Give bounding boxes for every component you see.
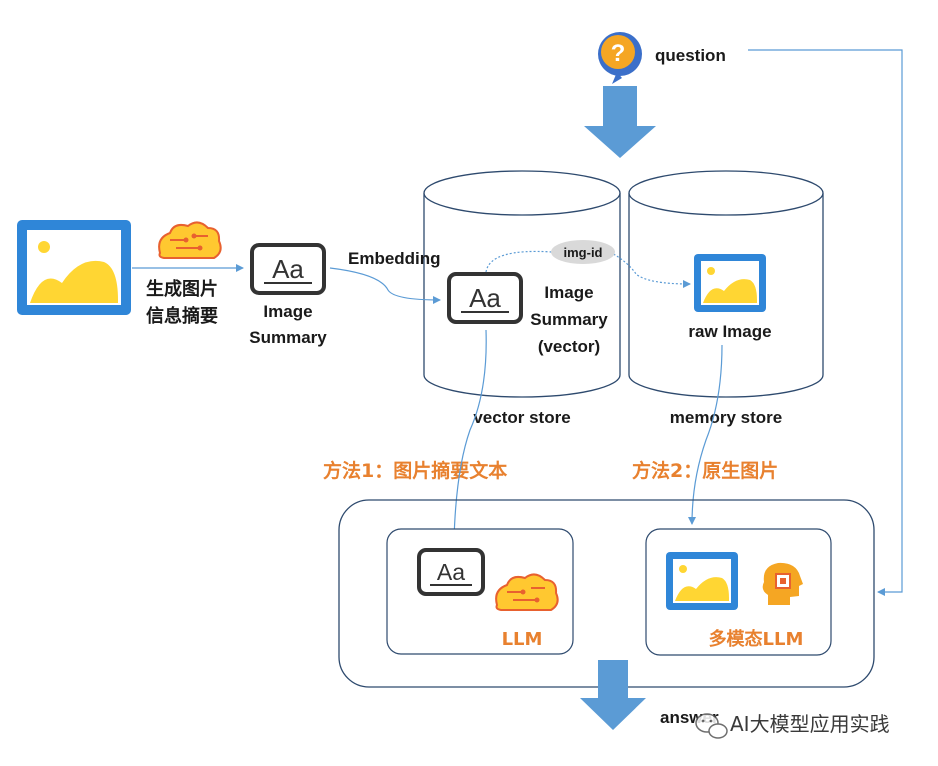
generate-summary-label-line2: 信息摘要 [146, 305, 218, 327]
vector-summary-label-line2: Summary [530, 310, 608, 329]
llm-label: LLM [502, 629, 543, 650]
raw-image-label: raw Image [688, 322, 771, 341]
embedding-arrow [329, 267, 441, 304]
vector-summary-icon: Aa [447, 272, 523, 324]
svg-text:Aa: Aa [272, 254, 304, 284]
vector-summary-label-line3: (vector) [538, 337, 600, 356]
source-image-icon [17, 220, 131, 315]
wechat-icon [695, 713, 728, 739]
method1-label: 方法1：图片摘要文本 [323, 459, 507, 482]
llm-brain-icon [495, 573, 559, 611]
text-document-icon: Aa [250, 243, 326, 295]
question-to-llm-connector [748, 49, 903, 596]
multimodal-image-icon [666, 552, 738, 610]
ai-head-icon [762, 562, 803, 605]
image-summary-label-line1: Image [263, 302, 312, 321]
vector-store-label: vector store [473, 408, 570, 427]
question-big-arrow [584, 86, 656, 158]
llm-text-icon: Aa [417, 548, 485, 596]
question-icon: ? [598, 32, 642, 84]
question-label: question [655, 46, 726, 65]
img-id-connector [485, 250, 690, 284]
watermark-label: AI大模型应用实践 [730, 712, 890, 736]
img-id-label: img-id [564, 245, 603, 260]
img-id-badge [551, 240, 615, 264]
method2-label: 方法2：原生图片 [632, 459, 778, 482]
memory-store-label: memory store [670, 408, 782, 427]
svg-text:?: ? [611, 40, 626, 67]
answer-big-arrow [580, 660, 646, 730]
multimodal-llm-label: 多模态LLM [709, 628, 804, 650]
svg-text:Aa: Aa [469, 283, 501, 313]
vector-summary-label-line1: Image [544, 283, 593, 302]
ai-brain-icon [158, 221, 222, 259]
generate-summary-label-line1: 生成图片 [146, 278, 218, 300]
raw-to-multimodal-arrow [688, 344, 723, 525]
image-summary-label-line2: Summary [249, 328, 327, 347]
svg-text:Aa: Aa [437, 559, 465, 585]
embedding-label: Embedding [348, 249, 441, 268]
raw-image-icon [694, 254, 766, 312]
